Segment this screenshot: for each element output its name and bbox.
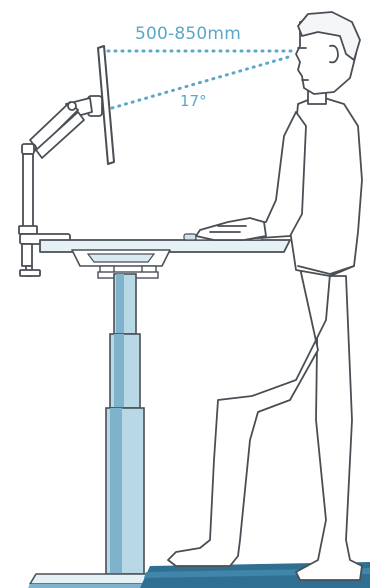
distance-label: 500-850mm bbox=[135, 24, 241, 44]
desk-column bbox=[106, 274, 144, 574]
angle-label: 17° bbox=[180, 92, 207, 110]
desk-top bbox=[40, 240, 290, 278]
